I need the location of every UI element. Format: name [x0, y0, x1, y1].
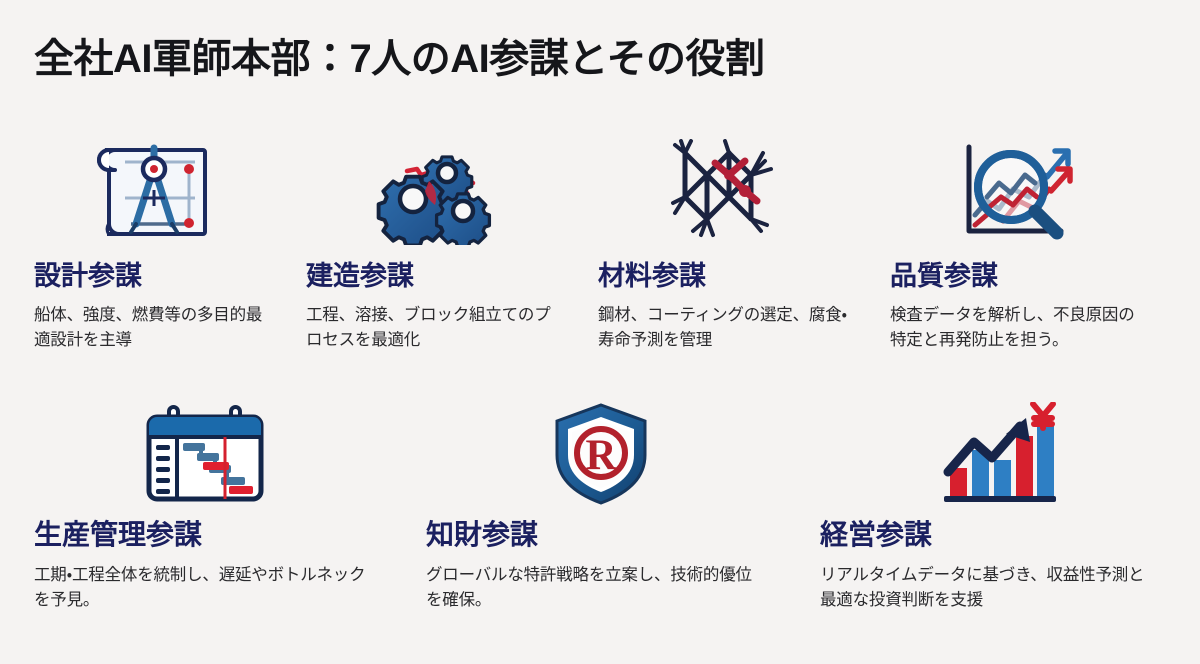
page-title: 全社AI軍師本部：7人のAI参謀とその役割 — [34, 37, 765, 81]
bar-chart-yen-icon — [820, 400, 1176, 508]
card-construction-advisor[interactable]: 建造参謀 工程、溶接、ブロック組立てのプロセスを最適化 — [290, 136, 580, 353]
card-description: 船体、強度、燃費等の多目的最適設計を主導 — [34, 305, 263, 349]
card-row-bottom: 生産管理参謀 工期・工程全体を統制し、遅延やボトルネックを予見。 — [0, 400, 1200, 613]
card-description: 工程、溶接、ブロック組立てのプロセスを最適化 — [306, 305, 551, 349]
card-title: 知財参謀 — [426, 519, 539, 550]
svg-text:R: R — [585, 432, 617, 479]
card-description: 検査データを解析し、不良原因の特定と再発防止を担う。 — [890, 305, 1135, 349]
card-description: グローバルな特許戦略を立案し、技術的優位を確保。 — [426, 565, 752, 609]
card-title: 建造参謀 — [306, 261, 414, 291]
card-title: 品質参謀 — [890, 261, 998, 291]
card-title: 生産管理参謀 — [34, 519, 203, 550]
card-description: リアルタイムデータに基づき、収益性予測と最適な投資判断を支援 — [820, 565, 1145, 609]
crystal-lattice-icon — [598, 136, 854, 248]
card-description: 工期・工程全体を統制し、遅延やボトルネックを予見。 — [34, 565, 366, 609]
card-management-advisor[interactable]: 経営参謀 リアルタイムデータに基づき、収益性予測と最適な投資判断を支援 — [800, 400, 1200, 613]
card-quality-advisor[interactable]: 品質参謀 検査データを解析し、不良原因の特定と再発防止を担う。 — [870, 136, 1160, 353]
card-materials-advisor[interactable]: 材料参謀 鋼材、コーティングの選定、腐食・寿命予測を管理 — [580, 136, 870, 353]
card-description: 鋼材、コーティングの選定、腐食・寿命予測を管理 — [598, 305, 847, 349]
blueprint-compass-icon — [34, 136, 274, 248]
shield-registered-icon: R — [426, 400, 776, 508]
gears-icon — [306, 136, 564, 248]
card-title: 設計参謀 — [34, 261, 142, 291]
card-design-advisor[interactable]: 設計参謀 船体、強度、燃費等の多目的最適設計を主導 — [0, 136, 290, 353]
magnifier-chart-icon — [890, 136, 1144, 248]
card-ip-advisor[interactable]: R 知財参謀 グローバルな特許戦略を立案し、技術的優位を確保。 — [400, 400, 800, 613]
gantt-calendar-icon — [34, 400, 376, 508]
card-title: 材料参謀 — [598, 261, 706, 291]
card-title: 経営参謀 — [820, 519, 933, 550]
card-production-management-advisor[interactable]: 生産管理参謀 工期・工程全体を統制し、遅延やボトルネックを予見。 — [0, 400, 400, 613]
card-row-top: 設計参謀 船体、強度、燃費等の多目的最適設計を主導 — [0, 136, 1200, 353]
